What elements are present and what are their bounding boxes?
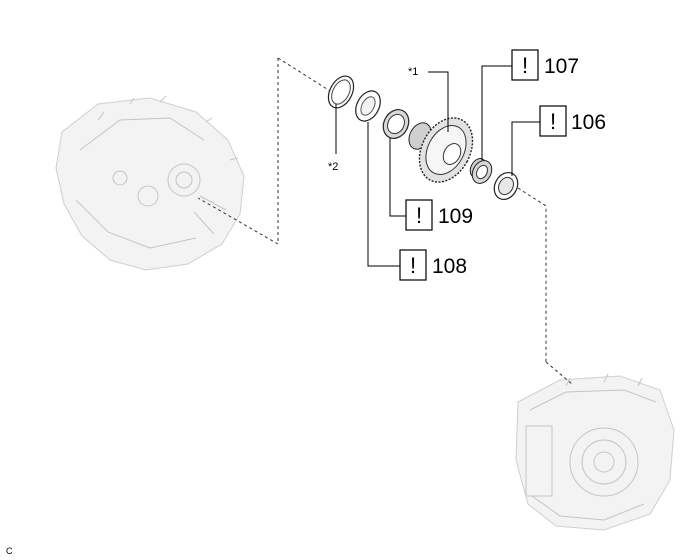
right-transmission-housing <box>515 373 675 531</box>
callout-mark: ! <box>522 53 528 78</box>
callout-106: ! 106 <box>539 105 606 137</box>
assembly-guide-lines <box>197 57 573 385</box>
callout-mark: ! <box>410 253 416 278</box>
callout-number: 109 <box>438 205 473 228</box>
callout-number: 108 <box>432 255 467 278</box>
callout-107: ! 107 <box>511 49 579 81</box>
callout-mark: ! <box>550 109 556 134</box>
callout-number: 106 <box>571 111 606 134</box>
label-star1: *1 <box>408 66 418 78</box>
callout-108: ! 108 <box>399 249 467 281</box>
bearing-race-part-106 <box>493 172 519 200</box>
left-transmission-housing <box>55 95 245 271</box>
exclamation-box-icon <box>511 49 539 81</box>
shim-part-108 <box>355 90 381 122</box>
callout-number: 107 <box>544 55 579 78</box>
corner-label: C <box>6 546 13 556</box>
exclamation-box-icon <box>405 199 433 231</box>
callout-mark: ! <box>416 203 422 228</box>
label-star2: *2 <box>328 161 338 173</box>
exclamation-box-icon <box>399 249 427 281</box>
bearing-part-107 <box>471 160 493 184</box>
leader-lines <box>335 65 540 267</box>
ring-part-star2 <box>327 75 355 109</box>
bearing-race-part-109 <box>382 109 410 139</box>
exclamation-box-icon <box>539 105 567 137</box>
callout-109: ! 109 <box>405 199 473 231</box>
